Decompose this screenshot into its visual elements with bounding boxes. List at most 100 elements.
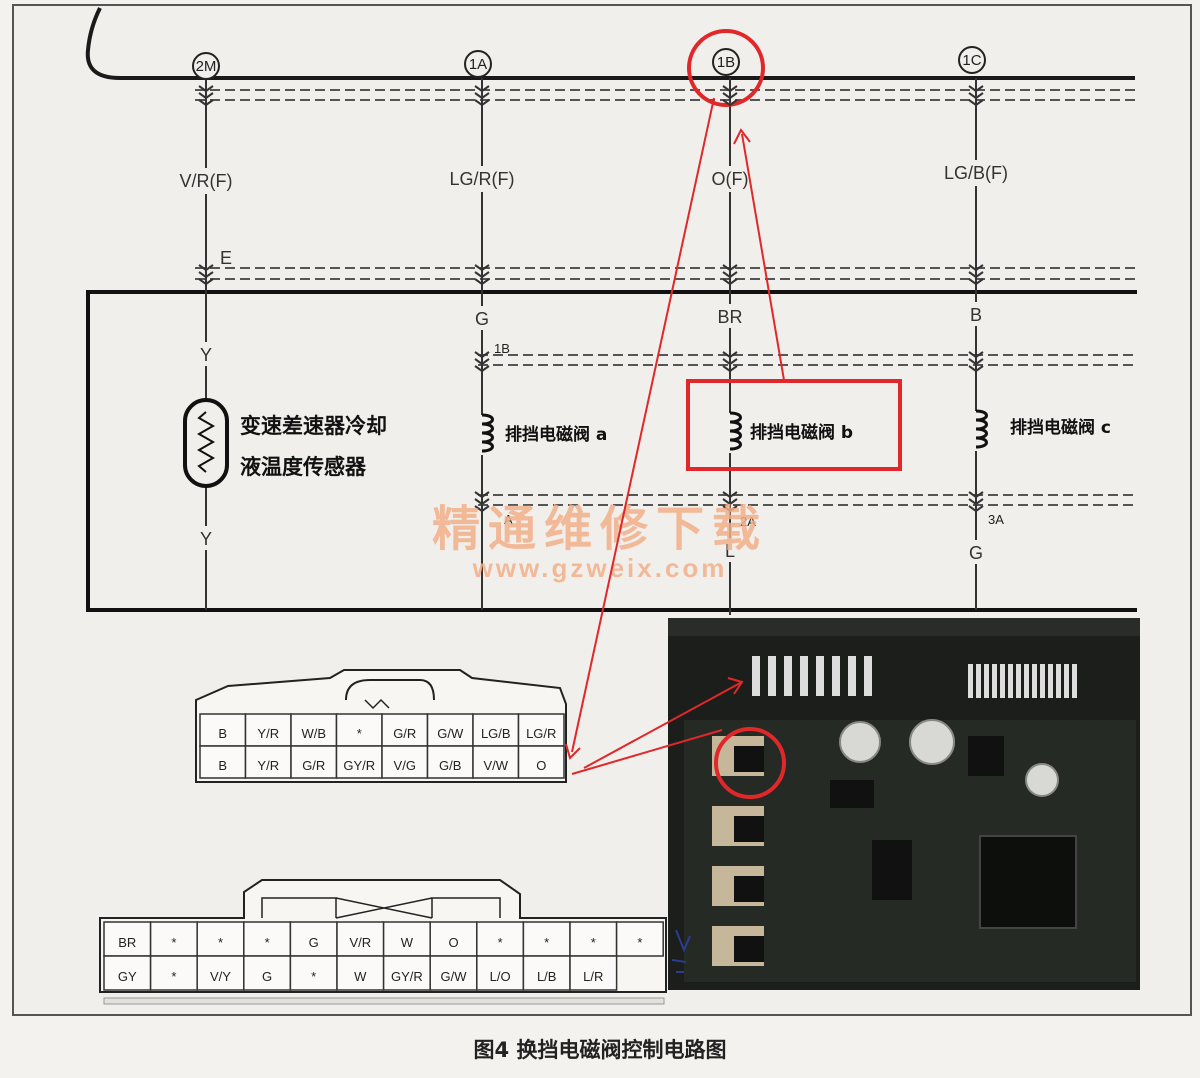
connector-pin-cell: [426, 745, 474, 779]
connector-pin-label: *: [357, 726, 362, 741]
connector-pin-cell: [429, 955, 478, 991]
connector-pin-label: L/B: [537, 969, 557, 984]
connector-pin-label: LG/B: [481, 726, 511, 741]
solenoid-b-coil: [718, 411, 742, 453]
connector-pin-label: G/W: [437, 726, 464, 741]
connector-pin-label: Y/R: [257, 726, 279, 741]
connector-1c-bubble: 1C: [958, 46, 986, 74]
connector-pin-cell: [615, 921, 664, 957]
connector-pin-label: G: [262, 969, 272, 984]
connector-pins-right: [968, 664, 1077, 698]
connector-pin-cell: [426, 713, 474, 747]
connector-1b-bubble: 1B: [712, 48, 740, 76]
connector-pin-label: GY: [118, 969, 137, 984]
tcu-circuit-board-photo: [668, 618, 1140, 990]
connector-pin-label: GY/R: [391, 969, 423, 984]
wire-label-2m-top: V/R(F): [180, 171, 233, 191]
connector-pin-label: LG/R: [526, 726, 556, 741]
connector-pin-cell: [243, 955, 292, 991]
watermark-title: 精通维修下载: [432, 501, 768, 557]
connector-pin-cell: [335, 713, 383, 747]
connector-pin-label: *: [544, 935, 549, 950]
junction-label-e: E: [220, 248, 232, 268]
highlight-circle-mosfet: [714, 727, 786, 799]
junction-label-1b: 1B: [494, 341, 510, 356]
wire-label-1b-top: O(F): [712, 169, 749, 189]
connector-pin-label: B: [218, 726, 227, 741]
solenoid-c-coil: [964, 409, 988, 451]
connector-pin-cell: [244, 745, 292, 779]
connector-pin-cell: [472, 713, 520, 747]
connector-pin-cell: [476, 955, 525, 991]
connector-pin-cell: [244, 713, 292, 747]
top-bus-line: [85, 7, 1135, 80]
connector-pin-label: G/R: [302, 758, 325, 773]
watermark-url: www.gzweix.com: [472, 553, 728, 583]
highlight-circle-1b: [687, 29, 765, 107]
wire-label-1b-mid: BR: [717, 307, 742, 327]
connector-pin-cell: [196, 921, 245, 957]
junction-label-2a: 2A: [740, 514, 756, 529]
connector-pin-label: G: [309, 935, 319, 950]
connector-pin-label: G/B: [439, 758, 461, 773]
connector-pin-label: *: [591, 935, 596, 950]
wire-label-1c-mid: B: [970, 305, 982, 325]
figure-caption: 图4 换挡电磁阀控制电路图: [473, 1038, 727, 1062]
mosfet-row: [712, 736, 764, 966]
solenoid-a-label: 排挡电磁阀 a: [505, 424, 607, 445]
connector-pin-label: Y/R: [257, 758, 279, 773]
connector-pin-label: L/O: [490, 969, 511, 984]
connector-pin-label: BR: [118, 935, 136, 950]
connector-pin-label: GY/R: [343, 758, 375, 773]
connector-pin-cell: [381, 745, 429, 779]
junction-marks: [198, 85, 984, 513]
wire-label-1a-top: LG/R(F): [450, 169, 515, 189]
connector-2m-bubble: 2M: [192, 52, 220, 80]
connector-pin-cell: [149, 955, 198, 991]
connector-pin-cell: [149, 921, 198, 957]
connector-pin-label: B: [218, 758, 227, 773]
connector-2m-label: 2M: [196, 58, 217, 75]
connector-pin-cell: [289, 955, 338, 991]
junction-label-3a: 3A: [988, 512, 1004, 527]
connector-1c-label: 1C: [962, 52, 981, 69]
wire-label-1c-bottom: G: [969, 543, 983, 563]
connector-pin-label: V/R: [349, 935, 371, 950]
wire-label-1a-mid: G: [475, 309, 489, 329]
connector-pin-label: V/G: [394, 758, 416, 773]
connector-pin-cell: [476, 921, 525, 957]
handwritten-mark: [671, 929, 691, 973]
connector-pin-label: *: [498, 935, 503, 950]
highlight-box-solenoid-b: [686, 379, 902, 471]
connector-pin-label: *: [311, 969, 316, 984]
connector-pin-cell: [381, 713, 429, 747]
wire-label-1c-top: LG/B(F): [944, 163, 1008, 183]
connector-pin-label: L/R: [583, 969, 603, 984]
solenoid-a-coil: [470, 413, 494, 455]
connector-pin-cell: [243, 921, 292, 957]
wire-label-2m-mid: Y: [200, 345, 212, 365]
solenoid-b-label: 排挡电磁阀 b: [750, 422, 853, 443]
wire-label-1b-bottom: L: [725, 541, 735, 561]
connector-pin-label: *: [637, 935, 642, 950]
sensor-label-line2: 液温度传感器: [240, 455, 367, 479]
connector-pin-label: W: [401, 935, 414, 950]
connector-pin-label: W: [354, 969, 367, 984]
transmission-box: [86, 290, 1137, 612]
connector-pin-label: *: [265, 935, 270, 950]
solenoid-c-label: 排挡电磁阀 c: [1010, 417, 1111, 438]
connector-pin-label: G/R: [393, 726, 416, 741]
sensor-label-line1: 变速差速器冷却: [240, 414, 387, 438]
connector-pin-cell: [382, 921, 431, 957]
connector-pin-cell: [569, 921, 618, 957]
connector-pin-label: V/W: [483, 758, 508, 773]
connector-pins-left: [752, 656, 872, 696]
connector-pin-label: G/W: [441, 969, 468, 984]
connector-1b-label: 1B: [717, 54, 735, 71]
thermistor-symbol: [183, 398, 229, 488]
connector-pin-label: O: [536, 758, 546, 773]
connector-pin-cell: [472, 745, 520, 779]
